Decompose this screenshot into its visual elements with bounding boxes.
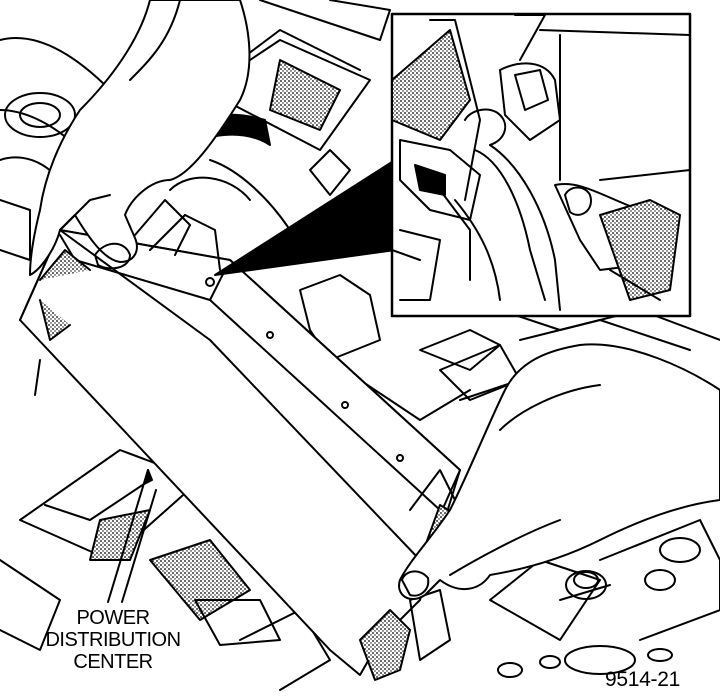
right-hand	[398, 343, 720, 600]
inset-detail-view	[390, 12, 692, 318]
power-distribution-center-label: POWER DISTRIBUTION CENTER	[28, 608, 198, 674]
callout-line-1: POWER	[76, 607, 150, 629]
left-hand	[29, 0, 251, 276]
figure-number: 9514-21	[605, 668, 680, 691]
callout-line-2: DISTRIBUTION	[45, 629, 181, 651]
callout-line-3: CENTER	[73, 651, 153, 673]
callout-leaders	[107, 469, 157, 603]
